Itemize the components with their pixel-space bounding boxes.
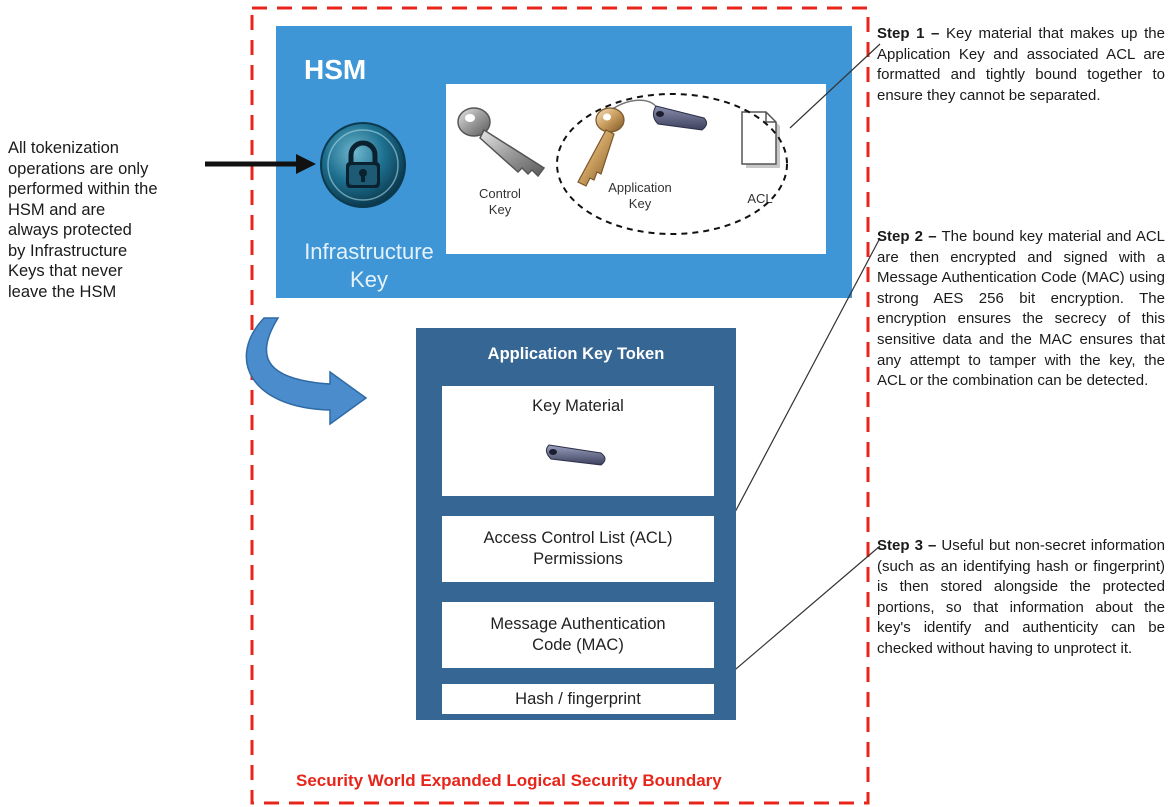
step3-connector: [715, 545, 881, 687]
hsm-title: HSM: [304, 54, 367, 85]
hash-fingerprint-box: Hash / fingerprint: [442, 684, 714, 714]
step-2-title: Step 2 –: [877, 228, 937, 245]
step-2-text: Step 2 – The bound key material and ACL …: [877, 227, 1165, 392]
left-annotation-line: operations are only: [8, 159, 149, 178]
token-title: Application Key Token: [487, 345, 665, 363]
security-boundary: [250, 6, 870, 805]
step-1-text: Step 1 – Key material that makes up the …: [877, 24, 1165, 106]
acl-permissions-box: Access Control List (ACL) Permissions: [442, 516, 714, 582]
step1-connector: [789, 43, 881, 129]
step-1-body: Key material that makes up the Applicati…: [877, 25, 1165, 104]
control-key-caption-line: Key: [488, 202, 512, 217]
infrastructure-key-line: Infrastructure: [304, 239, 434, 264]
padlock-icon: [318, 120, 408, 210]
mac-line: Code (MAC): [532, 636, 624, 654]
control-key-caption: Control Key: [470, 186, 530, 218]
control-key-icon: [452, 102, 552, 182]
step-3-body: Useful but non-secret information (such …: [877, 537, 1165, 657]
application-key-icon: [566, 92, 716, 192]
pointer-arrow: [205, 154, 316, 174]
acl-permissions-line: Permissions: [533, 550, 623, 568]
left-annotation-line: performed within the: [8, 180, 158, 198]
step-2-body: The bound key material and ACL are then …: [877, 228, 1166, 390]
security-boundary-label: Security World Expanded Logical Security…: [296, 771, 722, 790]
acl-permissions-line: Access Control List (ACL): [483, 529, 673, 547]
left-annotation: All tokenization operations are only per…: [8, 138, 208, 302]
step2-connector: [715, 237, 881, 549]
control-key-caption-line: Control: [479, 186, 521, 201]
left-annotation-line: HSM and are: [8, 200, 106, 219]
application-key-caption-line: Key: [628, 196, 652, 211]
key-material-label: Key Material: [532, 397, 624, 415]
left-annotation-line: always protected: [8, 221, 132, 239]
left-annotation-line: by Infrastructure: [8, 241, 128, 260]
left-annotation-line: Keys that never: [8, 262, 123, 280]
application-key-caption-line: Application: [608, 180, 672, 195]
step-3-title: Step 3 –: [877, 537, 937, 554]
mac-box: Message Authentication Code (MAC): [442, 602, 714, 668]
infrastructure-key-label: Infrastructure Key: [284, 238, 454, 294]
application-key-caption: Application Key: [600, 180, 680, 212]
key-material-box: Key Material: [442, 386, 714, 496]
mac-line: Message Authentication: [490, 615, 666, 633]
hash-fingerprint-label: Hash / fingerprint: [515, 689, 641, 708]
step-3-text: Step 3 – Useful but non-secret informati…: [877, 536, 1165, 660]
binding-ellipse: [556, 93, 788, 235]
left-annotation-line: All tokenization: [8, 139, 119, 157]
step-1-title: Step 1 –: [877, 25, 940, 42]
key-fob-icon: [543, 435, 613, 475]
infrastructure-key-line: Key: [350, 267, 388, 292]
acl-caption: ACL: [747, 191, 773, 206]
left-annotation-line: leave the HSM: [8, 282, 117, 301]
curved-arrow: [245, 317, 368, 426]
